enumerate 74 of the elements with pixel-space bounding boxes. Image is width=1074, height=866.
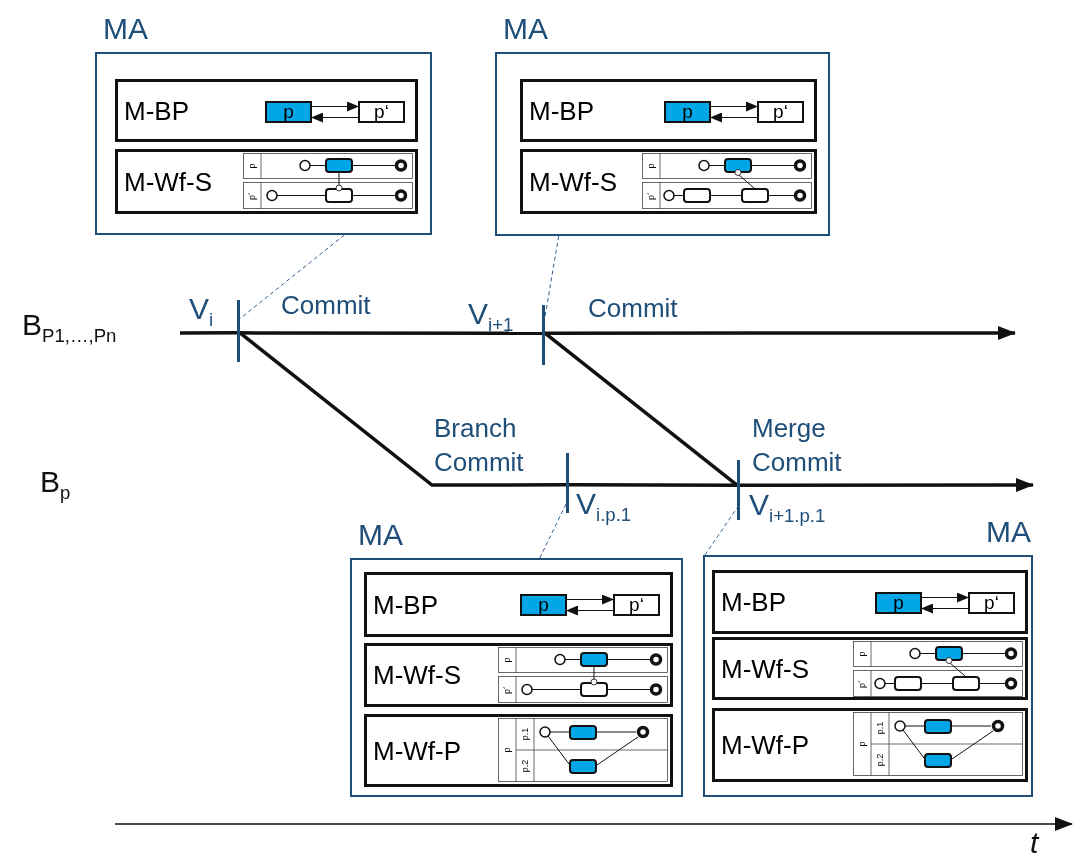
arrow <box>921 592 969 603</box>
timeline-label: B$_{P1,…,Pn}$ <box>22 308 117 347</box>
leader-line <box>239 234 345 320</box>
panel-label: M-Wf-P <box>373 735 462 766</box>
lane-label: p <box>502 657 512 662</box>
container-heading: MA <box>986 515 1031 549</box>
container-heading: MA <box>503 12 548 46</box>
model-panel <box>115 79 418 142</box>
version-label: Branch Commit <box>434 412 525 479</box>
arrow <box>311 101 359 112</box>
version-label: V$_{i}$ <box>189 292 214 331</box>
panel-label: M-BP <box>124 95 189 126</box>
lane-label: p´ <box>646 191 656 200</box>
arrow <box>311 112 359 123</box>
panel-label: M-Wf-S <box>373 659 462 691</box>
state-box: p <box>265 101 312 123</box>
state-box: p‘ <box>757 101 804 123</box>
state-box: p <box>875 592 922 614</box>
arrow <box>566 605 614 616</box>
arrow <box>710 101 758 112</box>
arrow <box>710 112 758 123</box>
leader-line <box>539 503 567 559</box>
model-panel <box>712 570 1028 634</box>
container-heading: MA <box>103 12 148 46</box>
lane-label: p.1 <box>875 721 885 735</box>
lane-label: p <box>857 651 867 656</box>
panel-label: M-Wf-P <box>721 729 810 761</box>
model-panel <box>364 643 673 707</box>
lane-label: p <box>857 741 867 747</box>
version-label: V$_{i+1.p.1}$ <box>749 488 826 527</box>
arrow <box>921 603 969 614</box>
panel-label: M-Wf-S <box>721 653 810 684</box>
lane-label: p´ <box>857 679 867 688</box>
timeline-line <box>240 331 542 335</box>
version-label: V$_{i+1}$ <box>468 297 514 336</box>
model-panel <box>115 149 418 214</box>
timeline-arrow <box>545 326 1016 340</box>
model-panel <box>712 637 1028 700</box>
panel-label: M-BP <box>529 95 594 126</box>
state-box: p‘ <box>968 592 1015 614</box>
leader-line <box>544 235 560 318</box>
lane-label: p´ <box>247 191 257 200</box>
state-box: p <box>520 594 567 616</box>
axis-label: t <box>1030 826 1039 860</box>
version-label: V$_{i.p.1}$ <box>576 487 632 526</box>
model-panel <box>712 708 1028 782</box>
model-panel <box>364 714 673 787</box>
version-label: Merge Commit <box>752 412 843 479</box>
version-label: Commit <box>281 290 371 321</box>
arrow <box>566 594 614 605</box>
lane-label: p.2 <box>875 753 885 767</box>
state-box: p‘ <box>358 101 405 123</box>
lane-label: p´ <box>502 685 512 694</box>
lane-label: p <box>247 163 257 168</box>
panel-label: M-Wf-S <box>124 166 213 197</box>
model-panel <box>520 149 817 214</box>
lane-label: p.2 <box>520 759 530 773</box>
leader-line <box>704 507 738 556</box>
timeline-label: B$_{p}$ <box>40 465 71 504</box>
lane-label: p <box>646 163 656 168</box>
timeline-arrow <box>740 478 1034 492</box>
timeline-line <box>569 483 737 487</box>
panel-label: M-BP <box>373 589 438 620</box>
model-panel <box>520 79 817 142</box>
lane-label: p <box>502 747 512 753</box>
model-panel <box>364 572 673 637</box>
version-label: Commit <box>588 293 678 324</box>
lane-label: p.1 <box>520 727 530 741</box>
panel-label: M-BP <box>721 586 786 618</box>
container-heading: MA <box>358 518 403 552</box>
timeline-line <box>180 331 237 335</box>
panel-label: M-Wf-S <box>529 166 618 197</box>
state-box: p‘ <box>613 594 660 616</box>
state-box: p <box>664 101 711 123</box>
